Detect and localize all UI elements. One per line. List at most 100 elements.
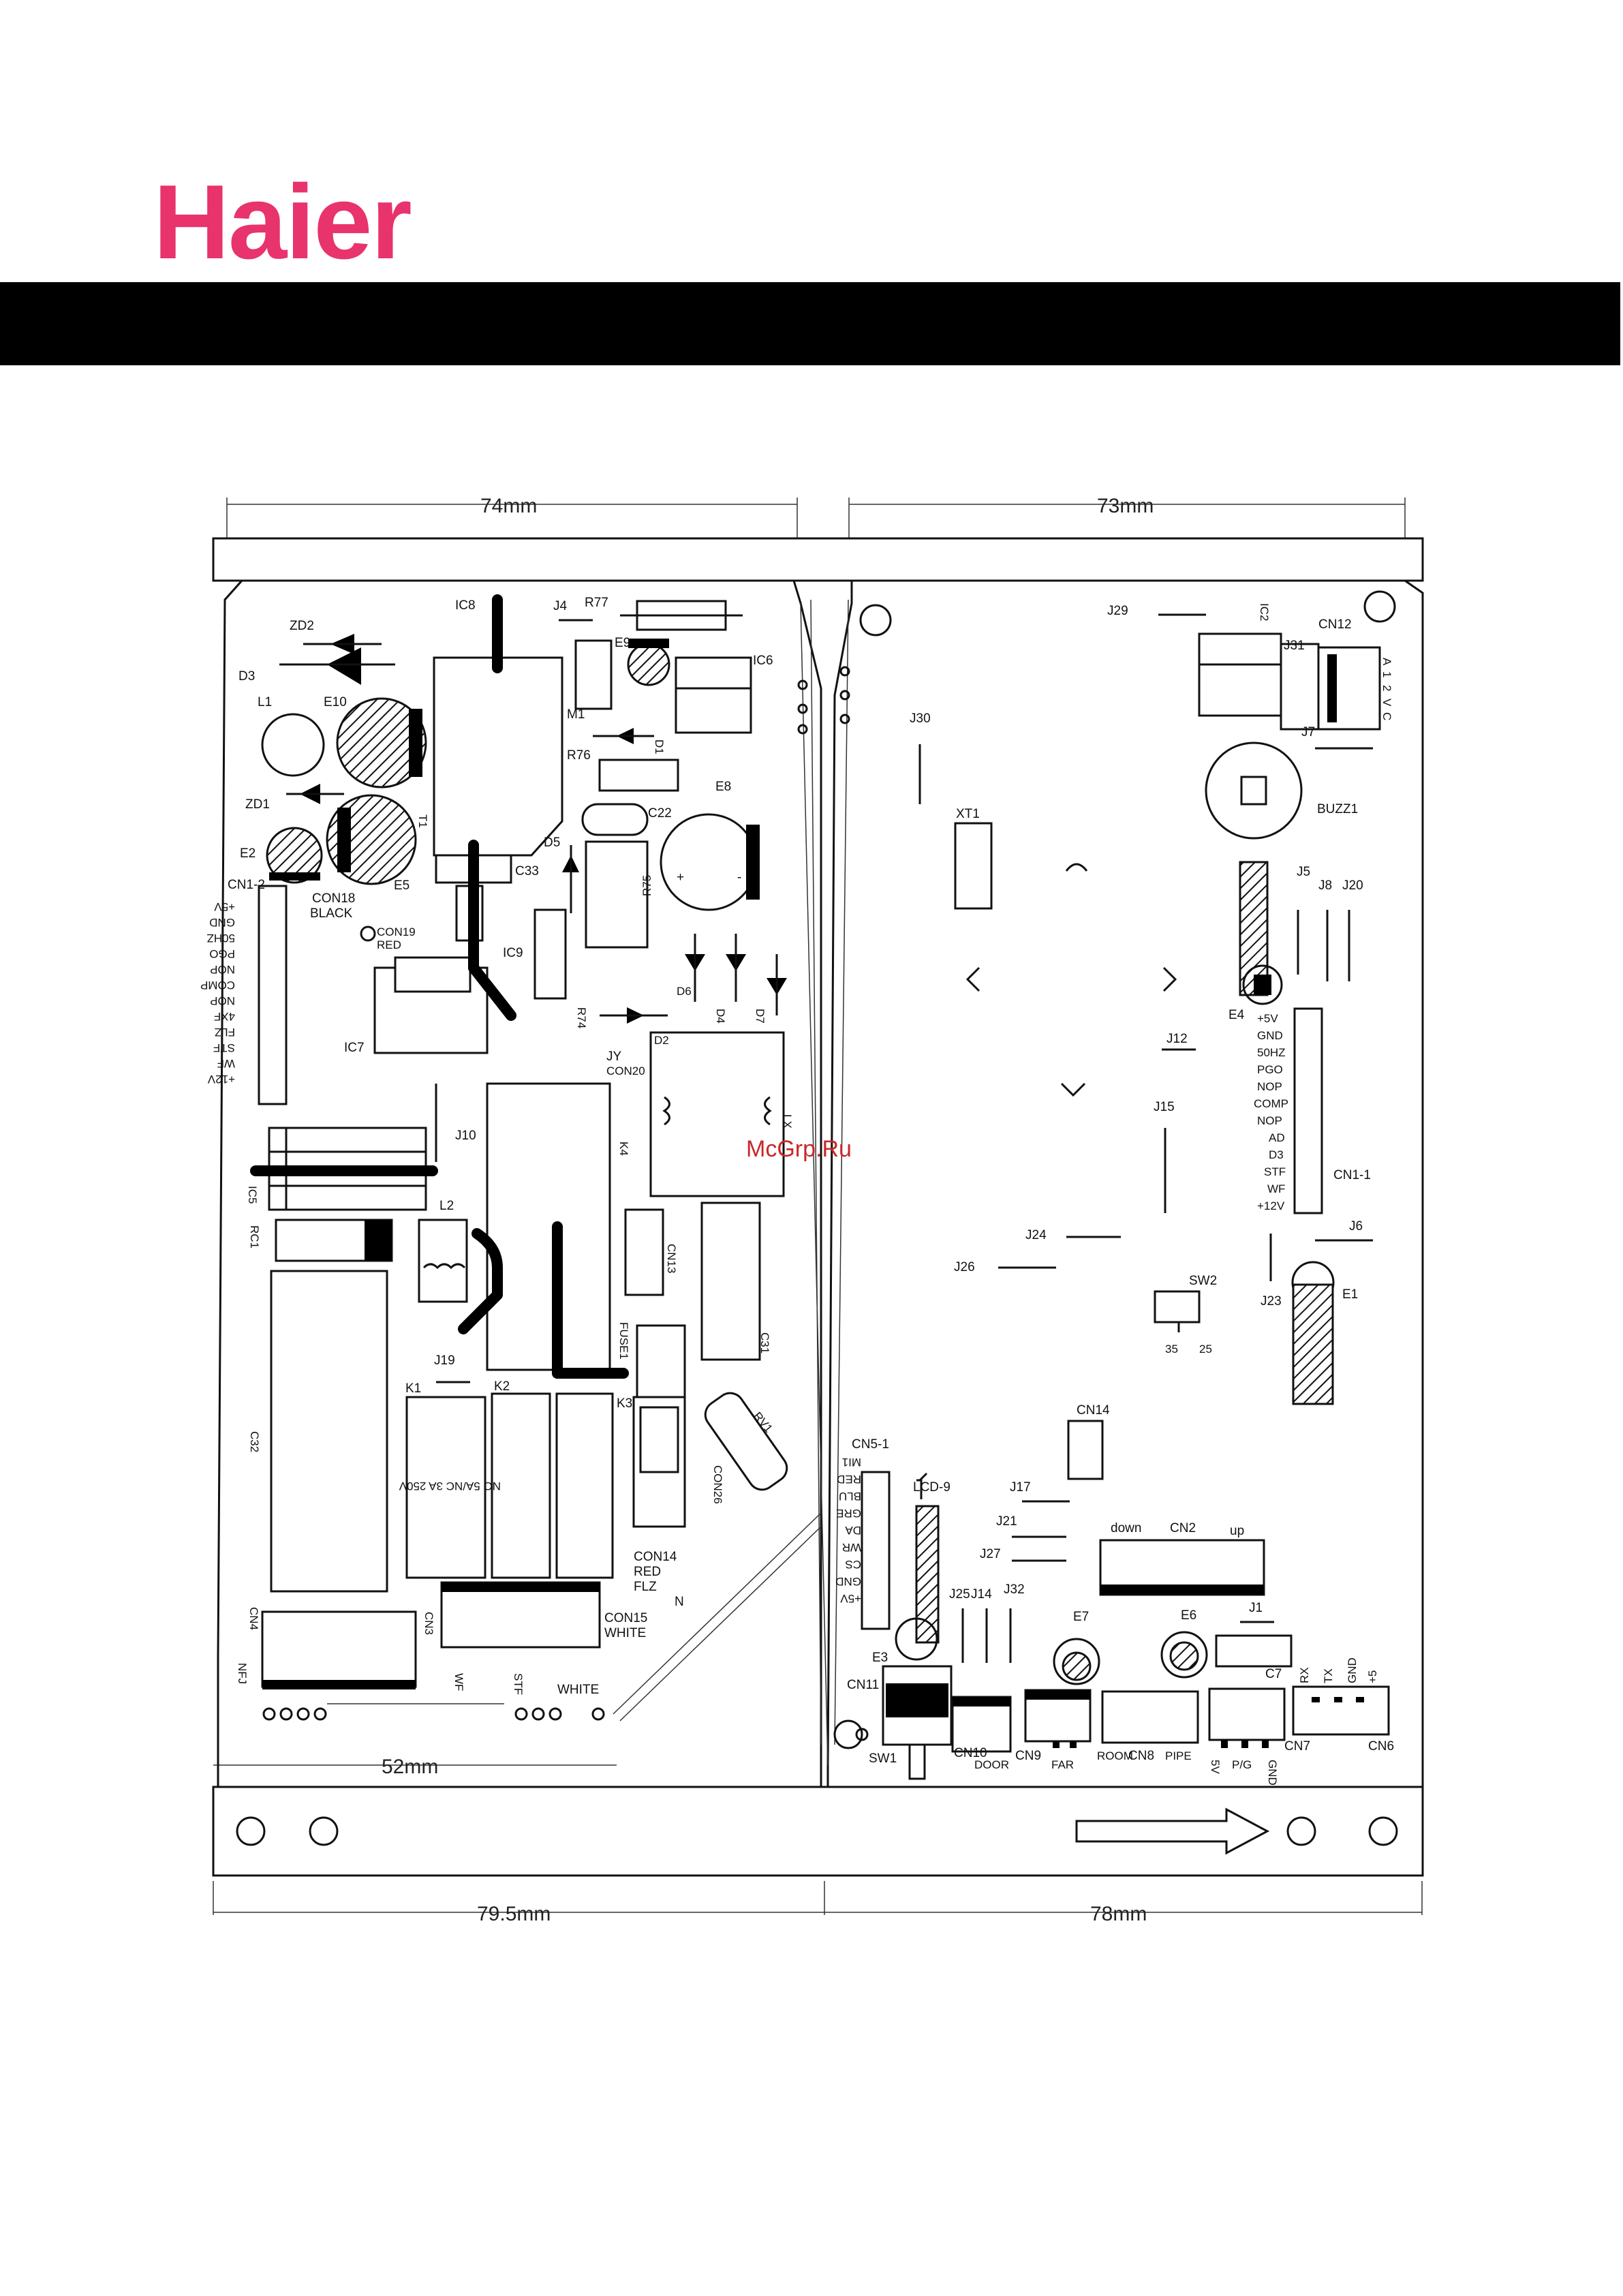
svg-text:+5V: +5V	[214, 900, 235, 913]
label-cn1-1: CN1-1	[1333, 1168, 1371, 1182]
label-c32: C32	[248, 1431, 261, 1452]
label-e9: E9	[615, 636, 630, 650]
svg-text:WR: WR	[842, 1541, 861, 1554]
svg-text:+5V: +5V	[1257, 1012, 1278, 1025]
label-j25: J25	[949, 1587, 970, 1602]
svg-text:+: +	[677, 870, 684, 885]
label-con26: CON26	[711, 1465, 724, 1504]
label-c31: C31	[758, 1332, 771, 1353]
label-con18: CON18	[312, 891, 355, 906]
label-j17: J17	[1010, 1480, 1031, 1495]
label-black: BLACK	[310, 906, 353, 921]
label-t1: T1	[416, 814, 429, 828]
label-j14: J14	[971, 1587, 992, 1602]
label-jy: JY	[606, 1050, 622, 1064]
label-zd2: ZD2	[290, 619, 314, 633]
left-board-labels: IC8 J4 R77 ZD2 D3 L1 E10 E9 IC6 M1 D1 R7…	[228, 596, 794, 1697]
label-cn14: CN14	[1077, 1403, 1110, 1418]
label-j31: J31	[1284, 639, 1305, 653]
svg-text:TX: TX	[1322, 1668, 1335, 1683]
label-cn2: CN2	[1170, 1521, 1196, 1535]
svg-text:5V: 5V	[1209, 1760, 1222, 1774]
label-con15-white: WHITE	[604, 1626, 646, 1640]
label-j19: J19	[434, 1353, 455, 1368]
svg-text:A: A	[1380, 658, 1393, 666]
label-con19: CON19	[377, 925, 416, 938]
label-sw2: SW2	[1189, 1274, 1217, 1288]
svg-text:MI1: MI1	[842, 1456, 861, 1469]
svg-text:1: 1	[1380, 671, 1393, 677]
svg-text:DOOR: DOOR	[974, 1758, 1009, 1771]
svg-text:2: 2	[1380, 685, 1393, 691]
label-cn11: CN11	[847, 1678, 879, 1692]
label-zd1: ZD1	[245, 797, 270, 812]
label-l2: L2	[439, 1199, 454, 1213]
label-k4: K4	[617, 1142, 630, 1156]
cn5-1-pin-labels: MI1 RED BLU GRE DA WR CS GND +5V	[835, 1456, 861, 1605]
label-d3: D3	[238, 669, 255, 684]
svg-text:STF: STF	[1264, 1165, 1286, 1178]
dim-bottom-left: 79.5mm	[477, 1903, 551, 1925]
svg-text:COMP: COMP	[200, 979, 235, 992]
cn1-1-pin-labels: +5V GND 50HZ PGO NOP COMP NOP AD D3 STF …	[1254, 1012, 1288, 1212]
dim-top-right: 73mm	[1097, 495, 1154, 517]
svg-text:GND: GND	[835, 1575, 861, 1588]
label-lx: LX	[781, 1114, 794, 1129]
header-band	[0, 282, 1620, 365]
label-k3: K3	[617, 1396, 632, 1411]
svg-text:AD: AD	[1269, 1131, 1285, 1144]
label-e2: E2	[240, 846, 256, 861]
svg-text:ROOM: ROOM	[1097, 1749, 1133, 1762]
label-j8: J8	[1318, 878, 1332, 893]
label-d2: D2	[654, 1034, 669, 1047]
label-e5: E5	[394, 878, 409, 893]
label-con20: CON20	[606, 1065, 645, 1077]
board-slot	[800, 602, 829, 1766]
label-j4: J4	[553, 599, 568, 613]
label-c33: C33	[515, 864, 539, 878]
svg-text:25: 25	[1199, 1343, 1212, 1356]
label-d1: D1	[653, 739, 666, 754]
label-j10: J10	[455, 1129, 476, 1143]
label-j7: J7	[1301, 725, 1315, 739]
label-c7: C7	[1265, 1667, 1282, 1681]
mount-holes	[236, 1816, 1398, 1846]
svg-text:-: -	[737, 870, 741, 885]
label-j15: J15	[1154, 1100, 1175, 1114]
svg-text:COMP: COMP	[1254, 1097, 1288, 1110]
cn12-pin-labels: A 1 2 V C	[1380, 658, 1393, 720]
svg-text:FLZ: FLZ	[215, 1026, 235, 1039]
svg-text:STF: STF	[213, 1041, 235, 1054]
svg-text:NOP: NOP	[210, 963, 235, 976]
label-rc1: RC1	[248, 1225, 261, 1249]
svg-text:NOP: NOP	[1257, 1114, 1282, 1127]
label-ic8: IC8	[455, 598, 476, 613]
svg-text:GND: GND	[209, 916, 235, 929]
cn7-pin-labels: RX TX GND +5	[1298, 1657, 1379, 1683]
label-r76: R76	[567, 748, 591, 763]
svg-text:+12V: +12V	[207, 1073, 235, 1086]
svg-text:GND: GND	[1346, 1657, 1359, 1683]
label-j12: J12	[1166, 1032, 1188, 1046]
dim-bottom-right: 78mm	[1090, 1903, 1147, 1925]
svg-text:GRE: GRE	[836, 1507, 861, 1520]
label-j20: J20	[1342, 878, 1363, 893]
label-j30: J30	[910, 711, 931, 726]
svg-text:NOP: NOP	[1257, 1080, 1282, 1093]
label-k1: K1	[405, 1381, 421, 1396]
label-d4: D4	[714, 1009, 727, 1024]
label-cn6: CN6	[1368, 1739, 1394, 1754]
svg-text:GND: GND	[1257, 1029, 1283, 1042]
label-e1: E1	[1342, 1287, 1358, 1302]
cn1-2-pin-labels: +5V GND 50HZ PGO NOP COMP NOP 4XF FLZ ST…	[200, 900, 235, 1086]
label-red: RED	[377, 938, 401, 951]
label-ic5: IC5	[246, 1186, 259, 1204]
label-j32: J32	[1004, 1582, 1025, 1597]
svg-text:WF: WF	[1267, 1182, 1285, 1195]
svg-text:GND: GND	[1266, 1760, 1279, 1786]
bottom-rail	[212, 1786, 1424, 1877]
watermark-text: McGrp.Ru	[746, 1136, 852, 1162]
label-k2: K2	[494, 1379, 510, 1394]
label-ic2: IC2	[1258, 603, 1271, 621]
svg-text:4XF: 4XF	[214, 1010, 235, 1023]
